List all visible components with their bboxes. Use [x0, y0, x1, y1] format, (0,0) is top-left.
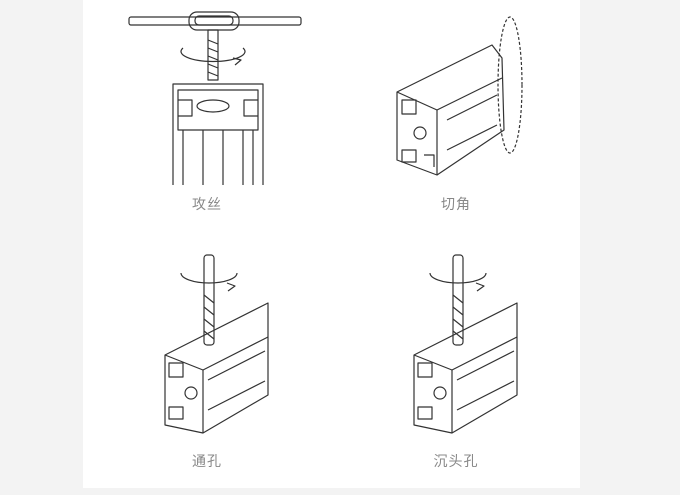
process-label: 攻丝: [192, 197, 222, 213]
process-tapping: 攻丝: [83, 0, 331, 240]
process-countersink: 沉头孔: [332, 245, 580, 488]
corner-cut-illustration-icon: [396, 16, 523, 176]
process-corner-cut: 切角: [332, 0, 580, 240]
countersink-hole-illustration-icon: [413, 254, 518, 434]
process-through-hole: 通孔: [83, 245, 331, 488]
through-hole-illustration-icon: [164, 254, 269, 434]
process-label: 通孔: [192, 454, 222, 470]
process-label: 切角: [441, 197, 471, 213]
tapping-illustration-icon: [128, 11, 302, 185]
process-label: 沉头孔: [433, 454, 479, 470]
process-panel: 攻丝 切角 通孔: [83, 0, 580, 488]
